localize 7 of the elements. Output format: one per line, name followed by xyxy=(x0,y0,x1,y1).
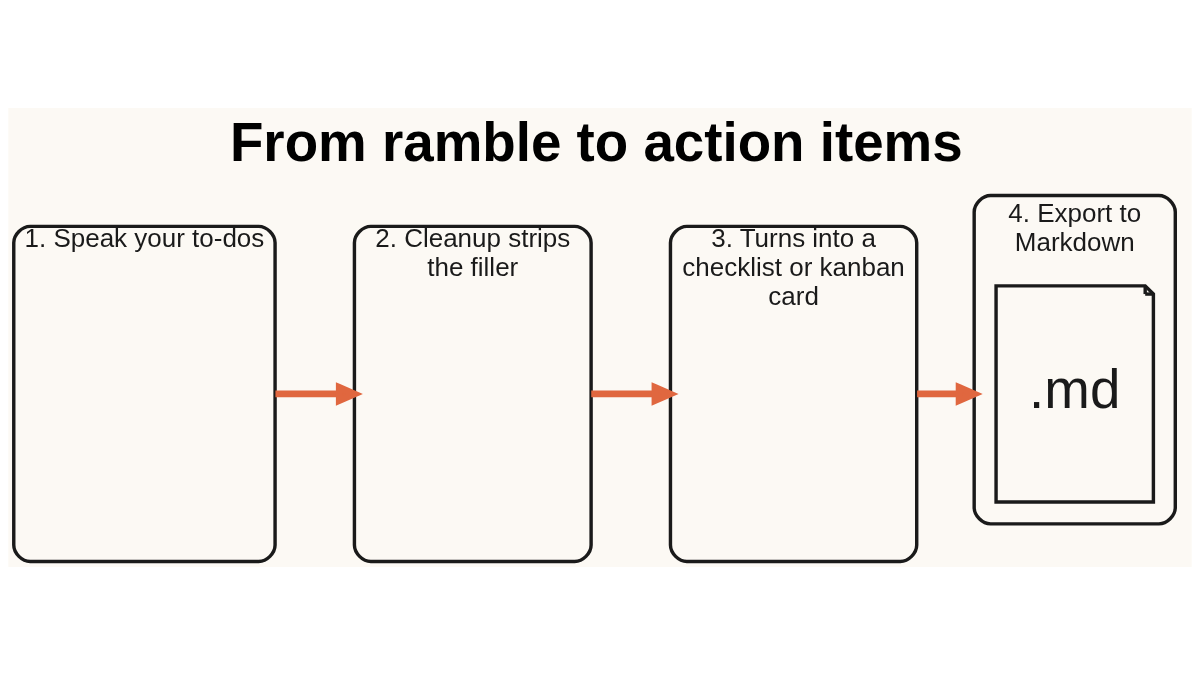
node-box: 3. Turns into a checklist or kanban card xyxy=(668,224,919,564)
node-box: 1. Speak your to-dos xyxy=(12,224,277,564)
arrow xyxy=(591,382,679,406)
arrow xyxy=(917,382,983,406)
node-box: 2. Cleanup strips the filler xyxy=(352,224,593,564)
diagram-title: From ramble to action items xyxy=(229,111,963,174)
arrow xyxy=(275,382,363,406)
